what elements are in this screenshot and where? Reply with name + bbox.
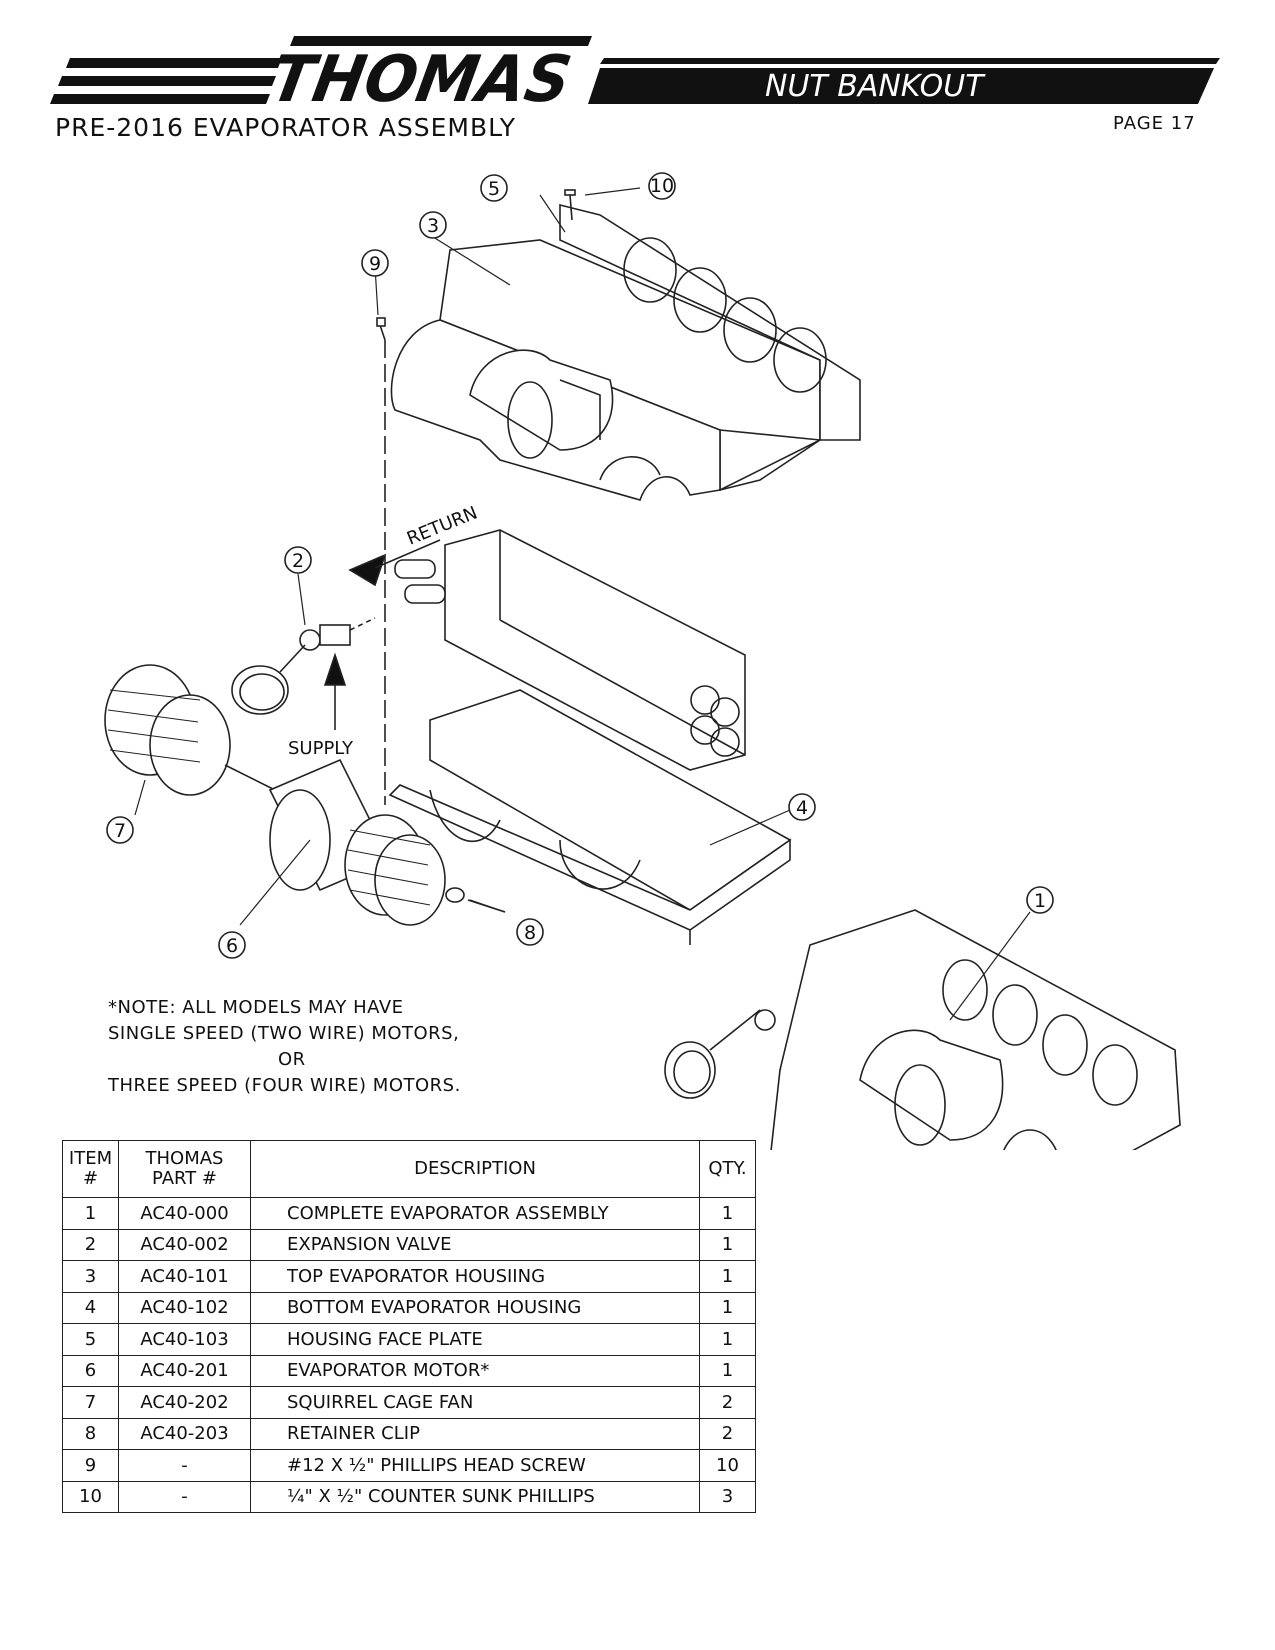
supply-label: SUPPLY xyxy=(288,738,354,759)
screw-9 xyxy=(376,317,386,805)
cell-qty: 2 xyxy=(699,1417,756,1450)
evaporator-coil xyxy=(394,529,746,771)
header-qty: QTY. xyxy=(699,1140,756,1198)
cell-qty: 10 xyxy=(699,1449,756,1482)
motor-note: *NOTE: ALL MODELS MAY HAVE SINGLE SPEED … xyxy=(108,995,461,1099)
svg-text:6: 6 xyxy=(226,935,238,957)
cell-item: 8 xyxy=(62,1417,119,1450)
top-evaporator-housing xyxy=(390,203,861,501)
svg-text:10: 10 xyxy=(650,175,674,197)
svg-text:4: 4 xyxy=(796,797,808,819)
cell-qty: 1 xyxy=(699,1354,756,1387)
callout-10: 10 xyxy=(648,172,676,200)
cell-description: ¼" X ½" COUNTER SUNK PHILLIPS xyxy=(250,1480,700,1513)
svg-text:7: 7 xyxy=(114,820,126,842)
cell-part: AC40-102 xyxy=(118,1291,251,1324)
header-banner: THOMAS NUT BANKOUT xyxy=(50,36,1220,117)
callout-7: 7 xyxy=(106,816,134,844)
svg-text:1: 1 xyxy=(1034,890,1046,912)
cell-item: 10 xyxy=(62,1480,119,1513)
cell-item: 9 xyxy=(62,1449,119,1482)
cell-description: COMPLETE EVAPORATOR ASSEMBLY xyxy=(250,1197,700,1230)
svg-text:2: 2 xyxy=(292,550,304,572)
callout-4: 4 xyxy=(788,793,816,821)
cell-part: AC40-103 xyxy=(118,1323,251,1356)
svg-text:3: 3 xyxy=(427,215,439,237)
cell-qty: 1 xyxy=(699,1197,756,1230)
expansion-valve xyxy=(231,617,376,715)
callout-5: 5 xyxy=(480,174,508,202)
header-description: DESCRIPTION xyxy=(250,1140,700,1198)
cell-item: 2 xyxy=(62,1228,119,1261)
cell-part: AC40-203 xyxy=(118,1417,251,1450)
cell-qty: 1 xyxy=(699,1260,756,1293)
cell-item: 6 xyxy=(62,1354,119,1387)
cell-qty: 1 xyxy=(699,1291,756,1324)
callout-6: 6 xyxy=(218,931,246,959)
evaporator-motor xyxy=(224,758,446,926)
svg-text:8: 8 xyxy=(524,922,536,944)
cell-part: - xyxy=(118,1480,251,1513)
cell-qty: 1 xyxy=(699,1323,756,1356)
squirrel-cage-fan-7 xyxy=(104,664,231,796)
complete-evaporator-assembly xyxy=(664,909,1181,1150)
page-title: PRE-2016 EVAPORATOR ASSEMBLY xyxy=(55,113,517,142)
cell-description: EXPANSION VALVE xyxy=(250,1228,700,1261)
cell-item: 4 xyxy=(62,1291,119,1324)
cell-part: - xyxy=(118,1449,251,1482)
thomas-logo: THOMAS xyxy=(265,42,576,116)
cell-qty: 3 xyxy=(699,1480,756,1513)
cell-description: BOTTOM EVAPORATOR HOUSING xyxy=(250,1291,700,1324)
model-name: NUT BANKOUT xyxy=(765,69,986,104)
cell-part: AC40-101 xyxy=(118,1260,251,1293)
exploded-diagram: 1 2 3 4 5 6 7 8 9 10 RETURN SUPPLY xyxy=(104,172,1181,1150)
callout-3: 3 xyxy=(419,211,447,239)
cell-description: EVAPORATOR MOTOR* xyxy=(250,1354,700,1387)
note-line: *NOTE: ALL MODELS MAY HAVE xyxy=(108,997,404,1018)
note-line: OR xyxy=(278,1049,306,1070)
cell-qty: 1 xyxy=(699,1228,756,1261)
note-line: THREE SPEED (FOUR WIRE) MOTORS. xyxy=(108,1075,461,1096)
cell-item: 7 xyxy=(62,1386,119,1419)
cell-part: AC40-202 xyxy=(118,1386,251,1419)
cell-item: 5 xyxy=(62,1323,119,1356)
cell-part: AC40-002 xyxy=(118,1228,251,1261)
cell-description: RETAINER CLIP xyxy=(250,1417,700,1450)
cell-part: AC40-201 xyxy=(118,1354,251,1387)
callout-1: 1 xyxy=(1026,886,1054,914)
cell-qty: 2 xyxy=(699,1386,756,1419)
callout-9: 9 xyxy=(361,249,389,277)
note-line: SINGLE SPEED (TWO WIRE) MOTORS, xyxy=(108,1023,460,1044)
cell-part: AC40-000 xyxy=(118,1197,251,1230)
svg-text:5: 5 xyxy=(488,178,500,200)
cell-description: SQUIRREL CAGE FAN xyxy=(250,1386,700,1419)
callout-8: 8 xyxy=(516,918,544,946)
cell-description: TOP EVAPORATOR HOUSIING xyxy=(250,1260,700,1293)
cell-item: 3 xyxy=(62,1260,119,1293)
svg-text:9: 9 xyxy=(369,253,381,275)
cell-description: HOUSING FACE PLATE xyxy=(250,1323,700,1356)
bottom-evaporator-housing xyxy=(388,689,792,945)
callout-2: 2 xyxy=(284,546,312,574)
cell-description: #12 X ½" PHILLIPS HEAD SCREW xyxy=(250,1449,700,1482)
header-item: ITEM# xyxy=(62,1140,119,1198)
page-number: PAGE 17 xyxy=(1113,113,1196,134)
cell-item: 1 xyxy=(62,1197,119,1230)
screw-10 xyxy=(564,189,576,221)
